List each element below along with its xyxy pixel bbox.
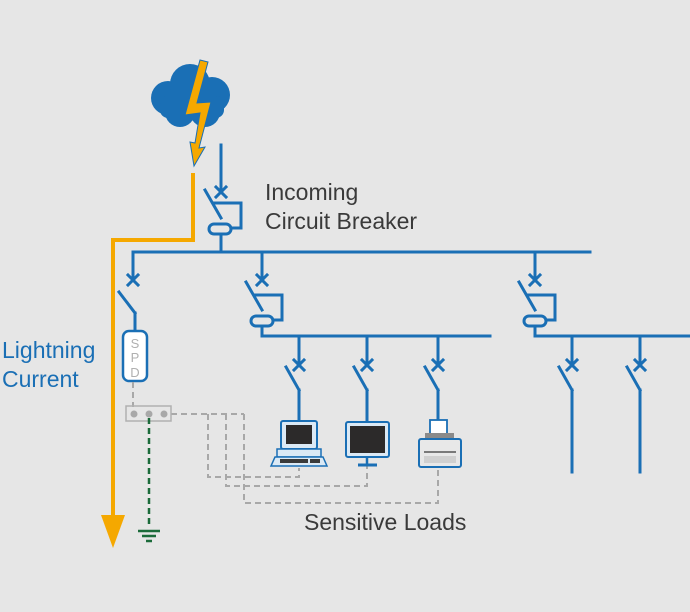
ground-symbol-icon — [138, 529, 160, 543]
spd-letter-p: P — [131, 350, 140, 365]
lightning-arrowhead — [101, 515, 125, 548]
lightning-bolt-icon — [184, 59, 212, 168]
lightning-current-path — [111, 173, 195, 520]
lightning-label-line2: Current — [2, 366, 79, 393]
incoming-breaker-label: Incoming Circuit Breaker — [265, 178, 417, 237]
circuit-lines — [116, 143, 690, 474]
incoming-label-line1: Incoming — [265, 179, 359, 205]
spd-letter-s: S — [131, 336, 140, 351]
lightning-label-line1: Lightning — [2, 337, 96, 363]
printer-icon — [418, 419, 462, 468]
computer-icon — [269, 420, 329, 467]
spd-device: S P D — [121, 329, 149, 383]
monitor-icon — [345, 421, 390, 467]
spd-letter-d: D — [130, 365, 139, 380]
equipotential-links — [132, 382, 439, 504]
incoming-label-line2: Circuit Breaker — [265, 208, 418, 235]
sensitive-loads-label: Sensitive Loads — [304, 509, 467, 535]
lightning-current-label: Lightning Current — [2, 336, 95, 395]
